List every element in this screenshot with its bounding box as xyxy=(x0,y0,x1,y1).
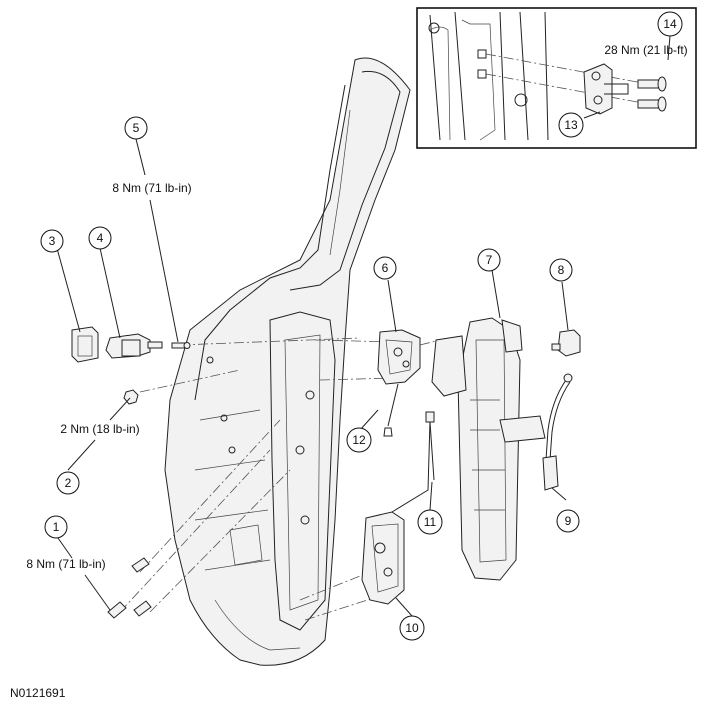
part-5-screw xyxy=(171,342,191,349)
callout-label: 5 xyxy=(133,121,140,135)
callout-9: 9 xyxy=(556,509,580,533)
callout-14: 14 xyxy=(657,11,683,37)
callout-6: 6 xyxy=(373,256,397,280)
part-1-bolts xyxy=(107,557,152,619)
striker-inset xyxy=(416,7,697,149)
callout-1: 1 xyxy=(44,515,68,539)
part-8-switch xyxy=(551,329,581,357)
callout-label: 10 xyxy=(405,621,419,635)
callout-label: 11 xyxy=(424,515,437,529)
callout-label: 13 xyxy=(564,118,578,132)
callout-10: 10 xyxy=(399,615,425,641)
part-3-cap xyxy=(71,326,99,363)
door-shell xyxy=(164,57,411,666)
callout-4: 4 xyxy=(88,226,112,250)
callout-label: 12 xyxy=(352,433,366,447)
torque-label-1: 8 Nm (71 lb-in) xyxy=(26,557,105,571)
leader-lines xyxy=(54,35,671,617)
part-7-module-panel xyxy=(431,317,546,581)
callout-label: 9 xyxy=(565,514,572,528)
callout-3: 3 xyxy=(40,229,64,253)
figure-id: N0121691 xyxy=(10,686,66,700)
callout-label: 2 xyxy=(65,476,72,490)
callout-8: 8 xyxy=(549,258,573,282)
callout-label: 8 xyxy=(558,263,565,277)
part-9-cable xyxy=(542,373,573,491)
callout-label: 14 xyxy=(663,17,677,31)
callout-5: 5 xyxy=(124,116,148,140)
part-4-handle xyxy=(105,333,163,359)
callout-11: 11 xyxy=(417,509,443,535)
callout-label: 3 xyxy=(49,234,56,248)
callout-label: 4 xyxy=(97,231,104,245)
callout-2: 2 xyxy=(56,471,80,495)
callout-label: 6 xyxy=(382,261,389,275)
torque-label-14: 28 Nm (21 lb-ft) xyxy=(604,43,687,57)
callout-13: 13 xyxy=(558,112,584,138)
callout-label: 1 xyxy=(53,520,60,534)
callout-label: 7 xyxy=(486,253,493,267)
torque-label-5: 8 Nm (71 lb-in) xyxy=(112,181,191,195)
callout-12: 12 xyxy=(346,427,372,453)
part-10-latch xyxy=(361,411,435,605)
callout-7: 7 xyxy=(477,248,501,272)
torque-label-2: 2 Nm (18 lb-in) xyxy=(60,422,139,436)
part-6-latch-control xyxy=(377,329,421,437)
part-11-rod xyxy=(429,421,435,481)
